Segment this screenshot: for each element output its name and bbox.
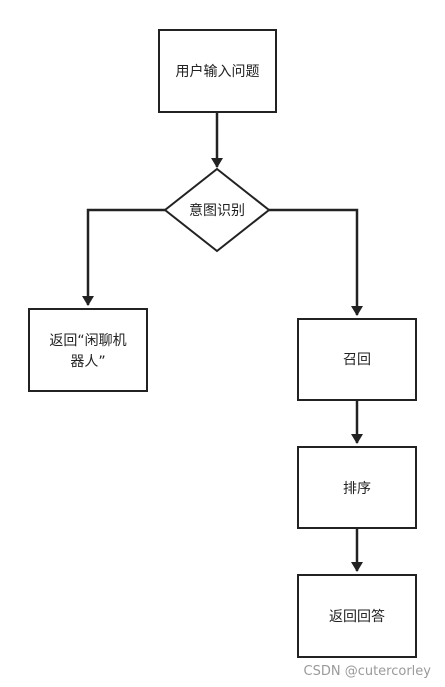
node-rank: 排序 xyxy=(297,446,417,529)
node-intent-recognition-label: 意图识别 xyxy=(189,202,245,219)
node-return-answer-label: 返回回答 xyxy=(329,608,385,625)
node-user-input-label: 用户输入问题 xyxy=(176,63,260,80)
node-recall-label: 召回 xyxy=(343,352,371,368)
node-return-chatbot-label-line2: 器人” xyxy=(70,354,105,370)
node-return-chatbot-label-line1: 返回“闲聊机 xyxy=(49,333,126,349)
node-return-chatbot: 返回“闲聊机 器人” xyxy=(28,308,148,392)
node-rank-label: 排序 xyxy=(343,481,371,497)
arrow-intent-to-recall xyxy=(269,208,363,316)
node-return-answer: 返回回答 xyxy=(297,574,417,658)
node-recall: 召回 xyxy=(297,318,417,401)
node-user-input: 用户输入问题 xyxy=(158,29,277,113)
arrow-intent-to-chatbot xyxy=(82,208,165,306)
node-intent-recognition: 意图识别 xyxy=(163,167,271,253)
watermark-text: CSDN @cutercorley xyxy=(303,664,432,679)
